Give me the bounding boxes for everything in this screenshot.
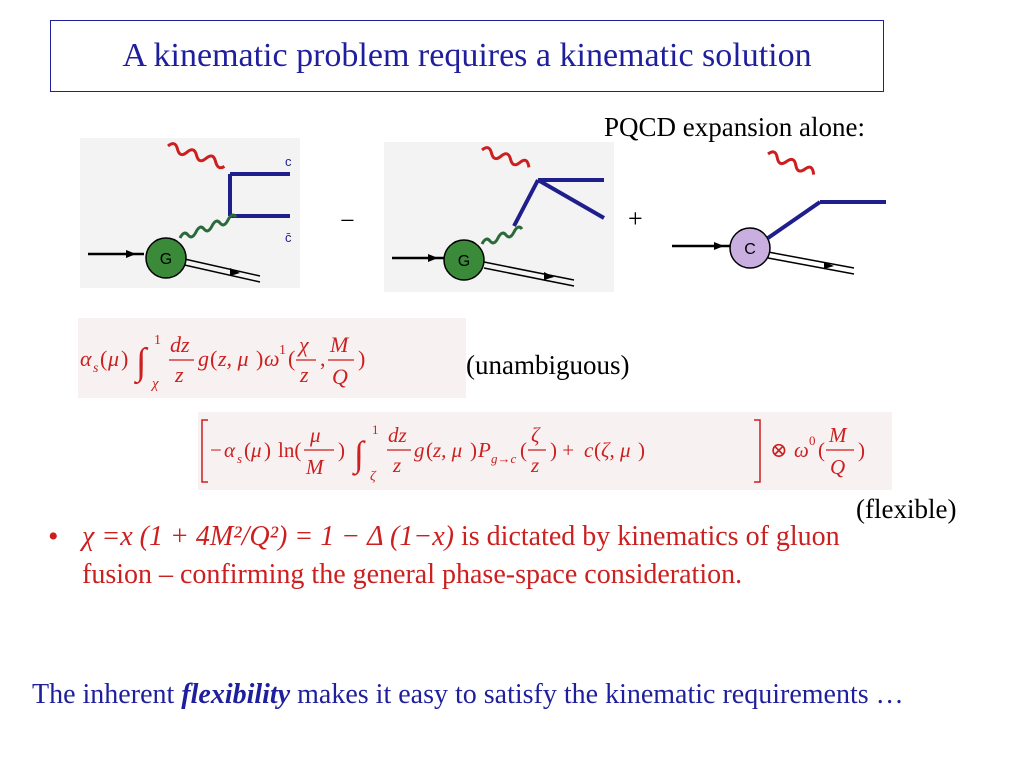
- svg-text:χ: χ: [150, 376, 159, 392]
- svg-text:ω: ω: [264, 346, 280, 371]
- svg-text:): ): [858, 438, 865, 462]
- svg-text:1: 1: [154, 333, 161, 348]
- svg-text:): ): [264, 438, 271, 462]
- formula-unambiguous: α s (μ) ∫ 1 χ dz z g (z, μ) ω 1 ( χ z , …: [78, 318, 466, 398]
- title-box: A kinematic problem requires a kinematic…: [50, 20, 884, 92]
- svg-text:): ): [338, 438, 345, 462]
- svg-text:g: g: [198, 346, 209, 371]
- bullet-formula: χ =x (1 + 4M²/Q²) = 1 − Δ (1−x): [82, 521, 454, 552]
- svg-text:(: (: [594, 438, 601, 462]
- feynman-diagram-subtraction: G: [384, 142, 614, 292]
- svg-text:1: 1: [279, 343, 286, 358]
- expansion-label: PQCD expansion alone:: [604, 112, 865, 142]
- formula-flexible: − α s (μ) ln( μ M ) ∫ 1 ζ dz z g (z, μ) …: [198, 412, 892, 490]
- svg-text:Q: Q: [332, 364, 348, 389]
- antiquark-label: c̄: [285, 230, 292, 245]
- svg-text:−: −: [210, 438, 222, 462]
- bottom-emph: flexibility: [181, 679, 291, 710]
- charm-blob-label: C: [744, 241, 756, 258]
- svg-text:c: c: [584, 438, 594, 462]
- feynman-diagram-charm: C: [672, 150, 886, 275]
- slide-title: A kinematic problem requires a kinematic…: [122, 37, 812, 74]
- svg-text:∫: ∫: [352, 434, 366, 476]
- svg-text:z: z: [530, 453, 539, 477]
- svg-text:α: α: [224, 438, 236, 462]
- svg-text:Q: Q: [830, 455, 845, 479]
- svg-text:μ: μ: [309, 423, 321, 447]
- svg-text:α: α: [80, 346, 92, 371]
- gluon-blob-label: G: [160, 251, 172, 268]
- svg-text:∫: ∫: [134, 341, 149, 385]
- svg-text:P: P: [477, 438, 491, 462]
- svg-text:(: (: [244, 438, 251, 462]
- svg-text:χ: χ: [297, 332, 310, 357]
- minus-operator: −: [340, 206, 355, 235]
- svg-text:ω: ω: [794, 438, 809, 462]
- gluon-blob-label-2: G: [458, 253, 470, 270]
- svg-text:μ: μ: [107, 346, 119, 371]
- bottom-post: makes it easy to satisfy the kinematic r…: [290, 679, 904, 710]
- svg-text:(: (: [818, 438, 825, 462]
- svg-text:): ): [638, 438, 645, 462]
- svg-text:g: g: [414, 438, 425, 462]
- bullet-text: χ =x (1 + 4M²/Q²) = 1 − Δ (1−x) is dicta…: [82, 518, 862, 594]
- svg-text:g→c: g→c: [491, 451, 517, 466]
- svg-text:ζ: ζ: [370, 469, 377, 484]
- bullet-body: is dictated by kinematics of gluon fusio…: [82, 521, 840, 590]
- svg-text:): ): [121, 346, 128, 371]
- svg-text:ζ: ζ: [531, 423, 541, 447]
- svg-text:dz: dz: [388, 423, 407, 447]
- svg-text:): ): [470, 438, 477, 462]
- svg-text:z: z: [299, 362, 309, 387]
- svg-text:(: (: [520, 438, 527, 462]
- flexible-label: (flexible): [856, 494, 957, 524]
- unambiguous-label: (unambiguous): [466, 350, 630, 380]
- svg-text:0: 0: [809, 433, 816, 448]
- svg-text:ln(: ln(: [278, 438, 301, 462]
- svg-text:(: (: [426, 438, 433, 462]
- quark-label: c: [285, 154, 292, 169]
- svg-text:z, μ: z, μ: [432, 438, 462, 462]
- svg-text:z: z: [392, 453, 401, 477]
- svg-text:z, μ: z, μ: [217, 346, 249, 371]
- feynman-diagram-gluon-fusion: G c c̄: [80, 138, 300, 288]
- bottom-statement: The inherent flexibility makes it easy t…: [32, 676, 932, 714]
- svg-text:μ: μ: [250, 438, 262, 462]
- svg-text:) +: ) +: [550, 438, 574, 462]
- svg-text:1: 1: [372, 422, 379, 437]
- svg-text:,: ,: [320, 346, 326, 371]
- svg-text:): ): [256, 346, 263, 371]
- bottom-pre: The inherent: [32, 679, 182, 710]
- svg-text:M: M: [329, 332, 350, 357]
- svg-text:): ): [358, 346, 365, 371]
- svg-text:s: s: [237, 451, 242, 466]
- svg-text:M: M: [305, 455, 325, 479]
- svg-text:(: (: [210, 346, 217, 371]
- svg-text:ζ, μ: ζ, μ: [601, 438, 631, 462]
- svg-text:dz: dz: [170, 332, 190, 357]
- svg-text:M: M: [828, 423, 848, 447]
- svg-text:⊗: ⊗: [770, 438, 788, 462]
- svg-text:(: (: [100, 346, 107, 371]
- plus-operator: +: [628, 204, 643, 233]
- svg-text:s: s: [93, 361, 99, 376]
- bullet-marker: •: [48, 520, 59, 553]
- svg-text:z: z: [174, 362, 184, 387]
- svg-text:(: (: [288, 346, 295, 371]
